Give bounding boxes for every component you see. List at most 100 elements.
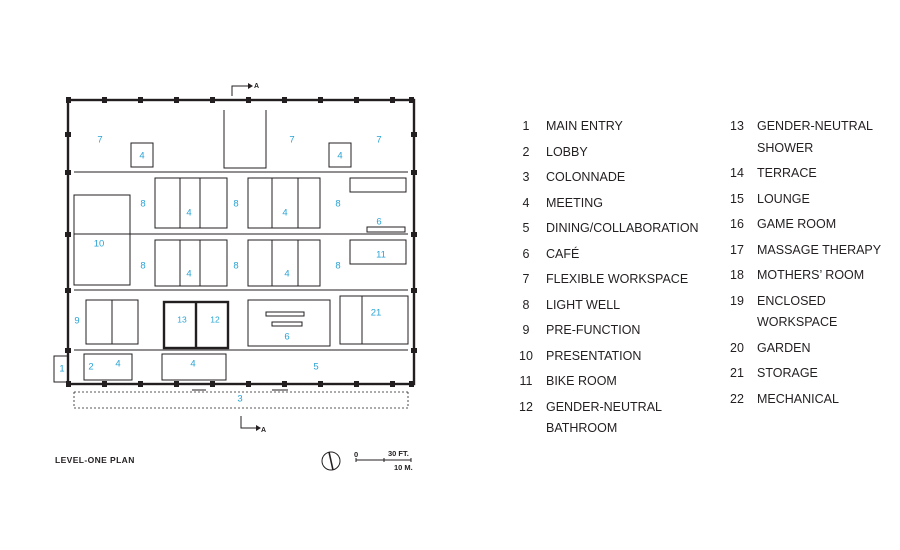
column-marker [65,348,71,353]
legend-number: 21 [730,366,744,380]
room-tag: 3 [237,394,242,405]
legend-number: 10 [519,348,533,363]
column-marker [65,132,71,137]
legend-label: GARDEN [757,340,811,355]
room-tag: 13 [177,314,187,324]
legend-item: 6 CAFÉ [516,244,716,266]
section-marker-bottom: A [240,416,266,434]
room-tag: 6 [376,217,381,228]
room-partitions [73,110,409,391]
room-tag: 5 [313,362,318,373]
column-marker [138,381,143,387]
column-marker [411,348,417,353]
legend-number: 13 [730,119,744,133]
legend-number: 4 [522,195,530,210]
room-tag: 4 [139,151,144,162]
column-marker [66,381,71,387]
column-marker [246,381,251,387]
column-marker [210,381,215,387]
legend-label: LOBBY [546,144,588,159]
column-marker [65,288,71,293]
legend-number: 6 [522,246,530,261]
legend-number: 3 [522,170,530,184]
room-tag: 4 [337,151,342,162]
room-tag: 9 [74,316,79,327]
column-marker [411,170,417,175]
legend-number: 17 [730,242,744,257]
legend-label: MOTHERS’ ROOM [757,268,865,282]
legend-label: MEETING [546,195,603,210]
legend-number: 11 [519,374,533,388]
room-tag: 7 [289,135,294,146]
column-marker [174,381,179,387]
room-tag: 8 [140,199,145,210]
room-tag: 7 [97,135,102,146]
scale-bar: 0 30 FT. 10 M. [354,449,413,472]
legend-number: 12 [519,399,533,414]
legend-number: 15 [730,191,744,206]
section-marker-top: A [231,83,259,96]
column-marker [282,97,287,103]
legend-label: MASSAGE THERAPY [757,242,882,257]
svg-text:A: A [254,83,259,90]
legend-label: PRESENTATION [546,348,642,363]
column-marker [411,288,417,293]
room-tag: 8 [233,199,238,210]
legend-item: 20 GARDEN [727,338,895,360]
column-marker [390,381,395,387]
column-marker [65,232,71,237]
legend-item: 2 LOBBY [516,142,716,164]
column-marker [65,170,71,175]
legend-label: TERRACE [757,166,817,180]
legend-number: 2 [522,144,530,159]
legend-label: LOUNGE [757,191,810,206]
legend-item: 4 MEETING [516,193,716,215]
column-marker [102,381,107,387]
column-marker [409,381,414,387]
room-tag: 8 [335,261,340,272]
column-marker [318,381,323,387]
legend-number: 19 [730,293,744,308]
column-marker [354,97,359,103]
column-marker [411,232,417,237]
legend-number: 14 [730,166,744,180]
legend-item: 17 MASSAGE THERAPY [727,240,895,262]
legend-label: CAFÉ [546,246,580,261]
legend-item: 15 LOUNGE [727,189,895,211]
room-tag: 4 [115,359,120,370]
room-tag: 4 [186,208,191,219]
room-tags: 7 7 7 4 4 8 4 8 4 8 10 6 8 4 8 4 8 11 9 … [59,135,386,405]
room-tag: 2 [88,362,93,373]
svg-text:10 M.: 10 M. [394,463,413,472]
column-marker [174,97,179,103]
room-tag: 4 [282,208,287,219]
svg-text:30 FT.: 30 FT. [388,449,409,458]
legend-label: FLEXIBLE WORKSPACE [546,272,689,286]
column-marker [66,97,71,103]
legend-number: 8 [522,297,530,312]
room-tag: 10 [94,239,105,250]
legend-number: 9 [522,323,530,337]
room-tag: 6 [284,332,289,343]
room-tag: 7 [376,135,381,146]
room-tag: 4 [186,269,191,280]
column-marker [354,381,359,387]
legend-number: 16 [730,217,744,231]
legend-number: 20 [730,340,744,355]
column-marker [210,97,215,103]
room-tag: 21 [371,308,382,319]
